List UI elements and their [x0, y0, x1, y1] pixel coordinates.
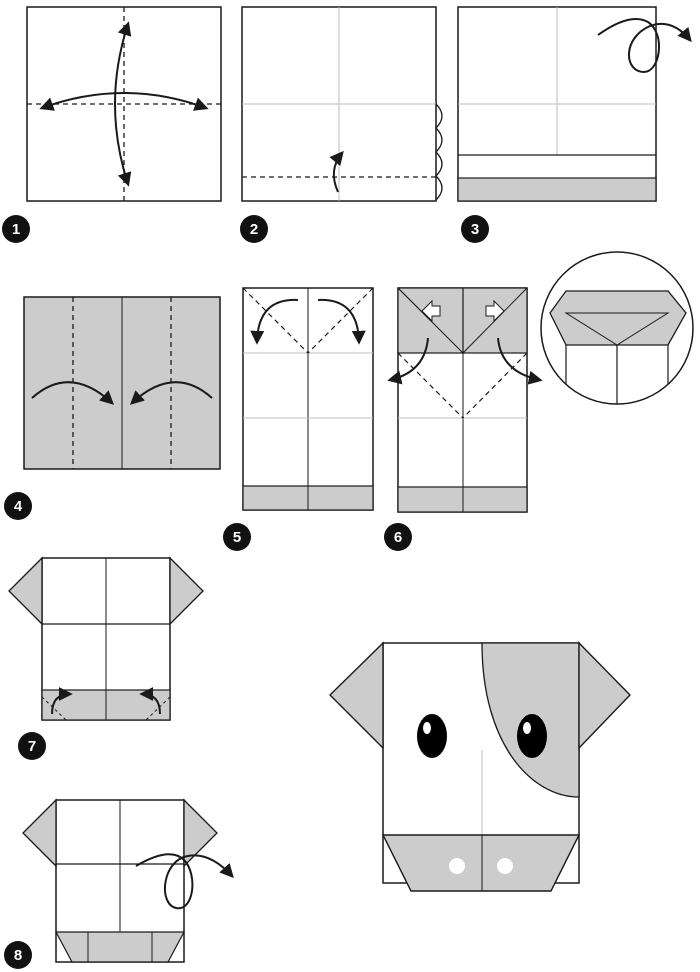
detail-zoom-circle: [540, 251, 694, 405]
left-eye: [417, 714, 447, 758]
svg-text:5: 5: [233, 529, 241, 546]
step-3-diagram: [457, 6, 692, 202]
step-badge-1: 1: [2, 215, 30, 243]
fold-arrow: [31, 381, 115, 405]
nostril: [497, 858, 513, 874]
fold-arrow: [387, 337, 429, 385]
step-4-diagram: [23, 296, 221, 470]
step-8-diagram: [22, 798, 234, 963]
step-6-diagram: [387, 287, 543, 513]
step-badge-2: 2: [240, 215, 268, 243]
svg-text:7: 7: [28, 738, 36, 755]
fold-arrow: [51, 687, 73, 715]
svg-text:2: 2: [250, 221, 258, 238]
svg-text:8: 8: [14, 947, 22, 964]
pull-arrow-icon: [421, 299, 441, 323]
step-badge-3: 3: [461, 215, 489, 243]
step-badge-4: 4: [4, 492, 32, 520]
fold-arrow: [317, 298, 366, 345]
fold-arrow: [329, 150, 344, 193]
svg-text:4: 4: [14, 498, 23, 515]
step-badge-6: 6: [384, 523, 412, 551]
fold-arrow: [250, 298, 299, 345]
finished-dog-face: [329, 641, 631, 892]
right-ear: [578, 641, 631, 750]
svg-text:1: 1: [12, 221, 20, 238]
nose-flap: [381, 834, 581, 892]
nostril: [449, 858, 465, 874]
turn-over-icon: [135, 853, 234, 910]
step-5-diagram: [242, 287, 374, 511]
fold-arrow: [39, 92, 209, 111]
edge-scallop: [435, 103, 443, 201]
step-badge-8: 8: [4, 941, 32, 969]
step-1-diagram: [26, 6, 222, 202]
turn-over-icon: [597, 18, 692, 74]
step-badge-7: 7: [18, 732, 46, 760]
fold-arrow: [497, 337, 543, 385]
fold-arrow: [139, 687, 161, 715]
step-badge-5: 5: [223, 523, 251, 551]
step-2-diagram: [241, 6, 443, 202]
fold-arrow: [129, 381, 213, 405]
step-7-diagram: [8, 556, 204, 721]
svg-text:3: 3: [471, 221, 479, 238]
right-eye: [517, 714, 547, 758]
pull-arrow-icon: [485, 299, 505, 323]
svg-text:6: 6: [394, 529, 402, 546]
left-ear: [329, 641, 384, 750]
